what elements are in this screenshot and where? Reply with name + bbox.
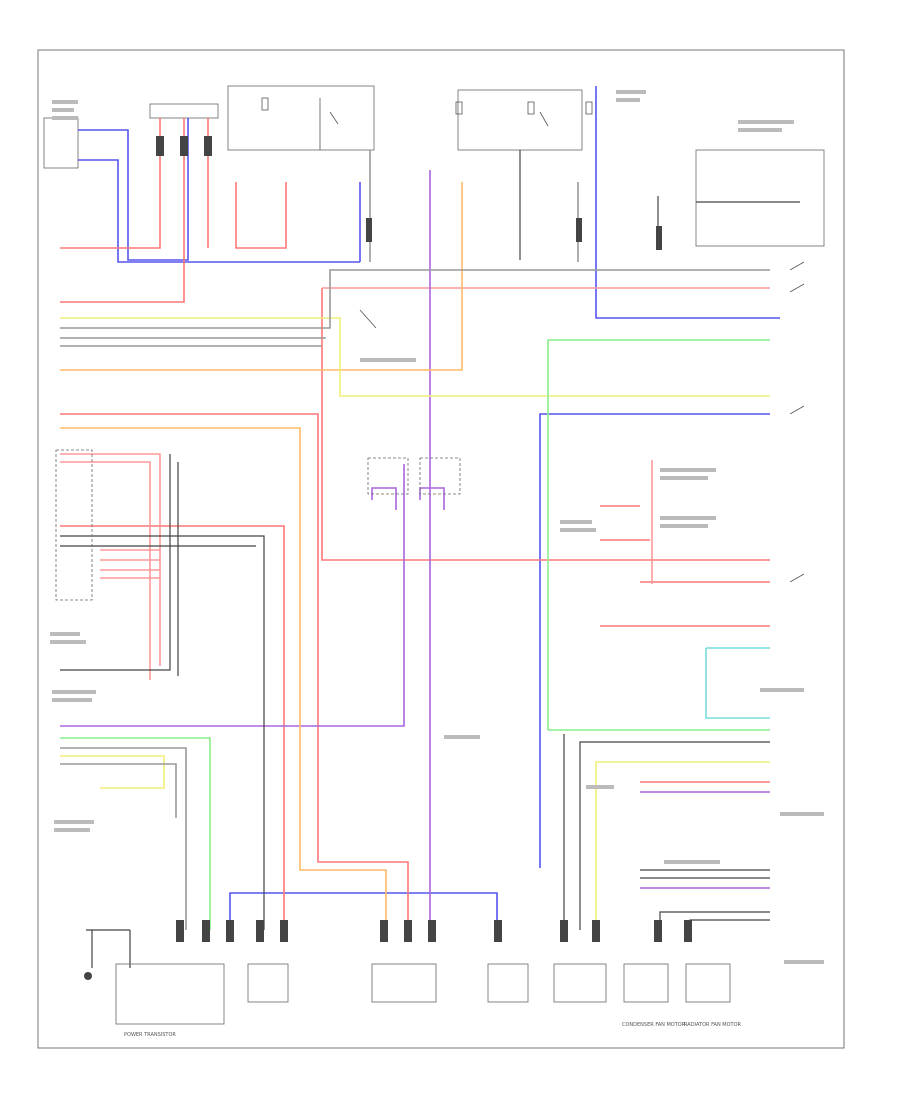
condenser-fan-motor [623, 963, 669, 1003]
ac-switch-box [695, 149, 825, 247]
fuse-box-left [227, 85, 375, 151]
connector-block-left [55, 449, 93, 601]
radiator-fan-label: RADIATOR FAN MOTOR [684, 1022, 742, 1028]
fuse-box-right [457, 89, 583, 151]
radiator-fan-motor [685, 963, 731, 1003]
blue-wire-group [78, 86, 780, 930]
switch-symbols [359, 261, 805, 583]
ac-compressor [553, 963, 607, 1003]
pink-wire-group [60, 287, 770, 680]
heater-valve-motor [487, 963, 529, 1003]
blower-motor [371, 963, 437, 1003]
red-wire-group [60, 118, 770, 930]
sensor-ground-icon [84, 972, 92, 980]
purple-wire-group [60, 170, 770, 930]
gray-wire-group [60, 150, 770, 930]
orange-wire-group [60, 182, 463, 930]
green-wire-group [60, 339, 770, 930]
sensor-box-top-left [43, 117, 79, 169]
power-transistor-label: POWER TRANSISTOR [124, 1032, 176, 1038]
fuse-symbols [261, 97, 593, 150]
relay-left [367, 457, 409, 495]
cyan-wire-group [705, 647, 770, 719]
diagram-frame [37, 49, 845, 1049]
power-transistor [115, 963, 225, 1025]
condenser-fan-label: CONDENSER FAN MOTOR [622, 1022, 686, 1028]
connectors [156, 136, 692, 942]
connector-box-top [149, 103, 219, 119]
relay-right [419, 457, 461, 495]
label-placeholders [50, 90, 824, 964]
yellow-wire-group [60, 317, 770, 930]
mode-motor [247, 963, 289, 1003]
black-wire-group [60, 150, 800, 968]
